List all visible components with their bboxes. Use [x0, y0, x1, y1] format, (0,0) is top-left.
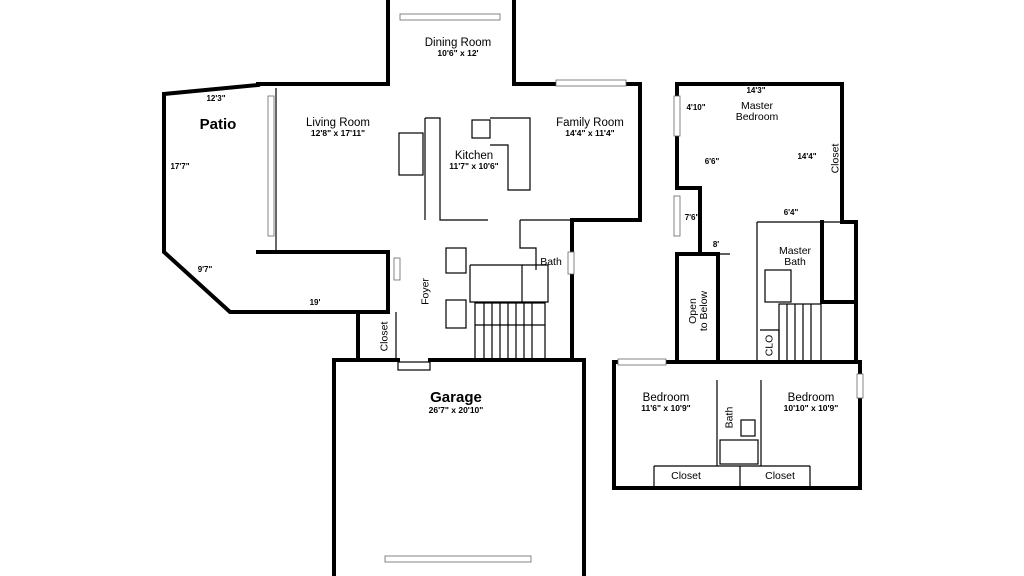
bath-label: Bath — [540, 256, 562, 268]
master-bath-label: Master Bath — [778, 245, 812, 269]
dim-master-left-upper: 4'10" — [686, 103, 706, 112]
room-name: Garage — [430, 389, 482, 406]
bedroom-right-label: Bedroom 10'10" x 10'9" — [774, 392, 848, 413]
room-dims: 14'4" x 11'4" — [565, 128, 615, 139]
dim-patio-side: 17'7" — [170, 162, 190, 171]
room-name: Dining Room — [424, 37, 492, 49]
second-floor-walls — [612, 82, 862, 490]
second-floor-windows — [617, 95, 864, 399]
dim-hall: 8' — [712, 240, 720, 249]
dim-patio-diag: 9'7" — [197, 265, 213, 274]
room-dims: 11'6" x 10'9" — [641, 403, 691, 414]
living-room-label: Living Room 12'8" x 17'11" — [296, 117, 380, 138]
room-dims: 11'7" x 10'6" — [449, 161, 499, 172]
dim-master-top: 14'3" — [746, 86, 766, 95]
family-room-label: Family Room 14'4" x 11'4" — [552, 117, 628, 138]
room-dims: 10'6" x 12' — [437, 48, 479, 59]
patio-label: Patio — [199, 116, 237, 133]
upper-bath-label: Bath — [723, 406, 736, 429]
closet-left-label: Closet — [671, 470, 701, 482]
room-dims: 26'7" x 20'10" — [428, 404, 484, 415]
room-dims: 12'8" x 17'11" — [310, 128, 366, 139]
room-name: Bedroom — [787, 392, 835, 404]
closet-right-label: Closet — [765, 470, 795, 482]
foyer-label: Foyer — [419, 278, 432, 305]
master-bedroom-label: Master Bedroom — [735, 100, 779, 124]
bedroom-left-label: Bedroom 11'6" x 10'9" — [630, 392, 702, 413]
first-floor-windows — [267, 13, 627, 281]
garage-label: Garage 26'7" x 20'10" — [413, 390, 499, 415]
clo-label: CLO — [763, 334, 776, 357]
dim-patio-bottom: 19' — [309, 298, 321, 307]
room-name: Kitchen — [454, 150, 494, 162]
dim-master-left-mid: 6'6" — [704, 157, 720, 166]
dim-master-bath-top: 6'4" — [783, 208, 799, 217]
room-dims: 10'10" x 10'9" — [783, 403, 839, 414]
room-name: Bedroom — [642, 392, 690, 404]
room-name: Living Room — [306, 117, 370, 129]
dim-master-right: 14'4" — [797, 152, 817, 161]
dim-patio-top: 12'3" — [206, 94, 226, 103]
room-name: Family Room — [556, 117, 624, 129]
kitchen-label: Kitchen 11'7" x 10'6" — [446, 150, 502, 171]
closet-label: Closet — [378, 321, 391, 352]
master-closet-label: Closet — [829, 143, 842, 174]
dining-room-label: Dining Room 10'6" x 12' — [415, 37, 501, 58]
open-to-below-label: Open to Below — [686, 290, 710, 332]
first-floor-walls — [162, 0, 642, 576]
dim-master-left-lower: 7'6" — [684, 213, 700, 222]
